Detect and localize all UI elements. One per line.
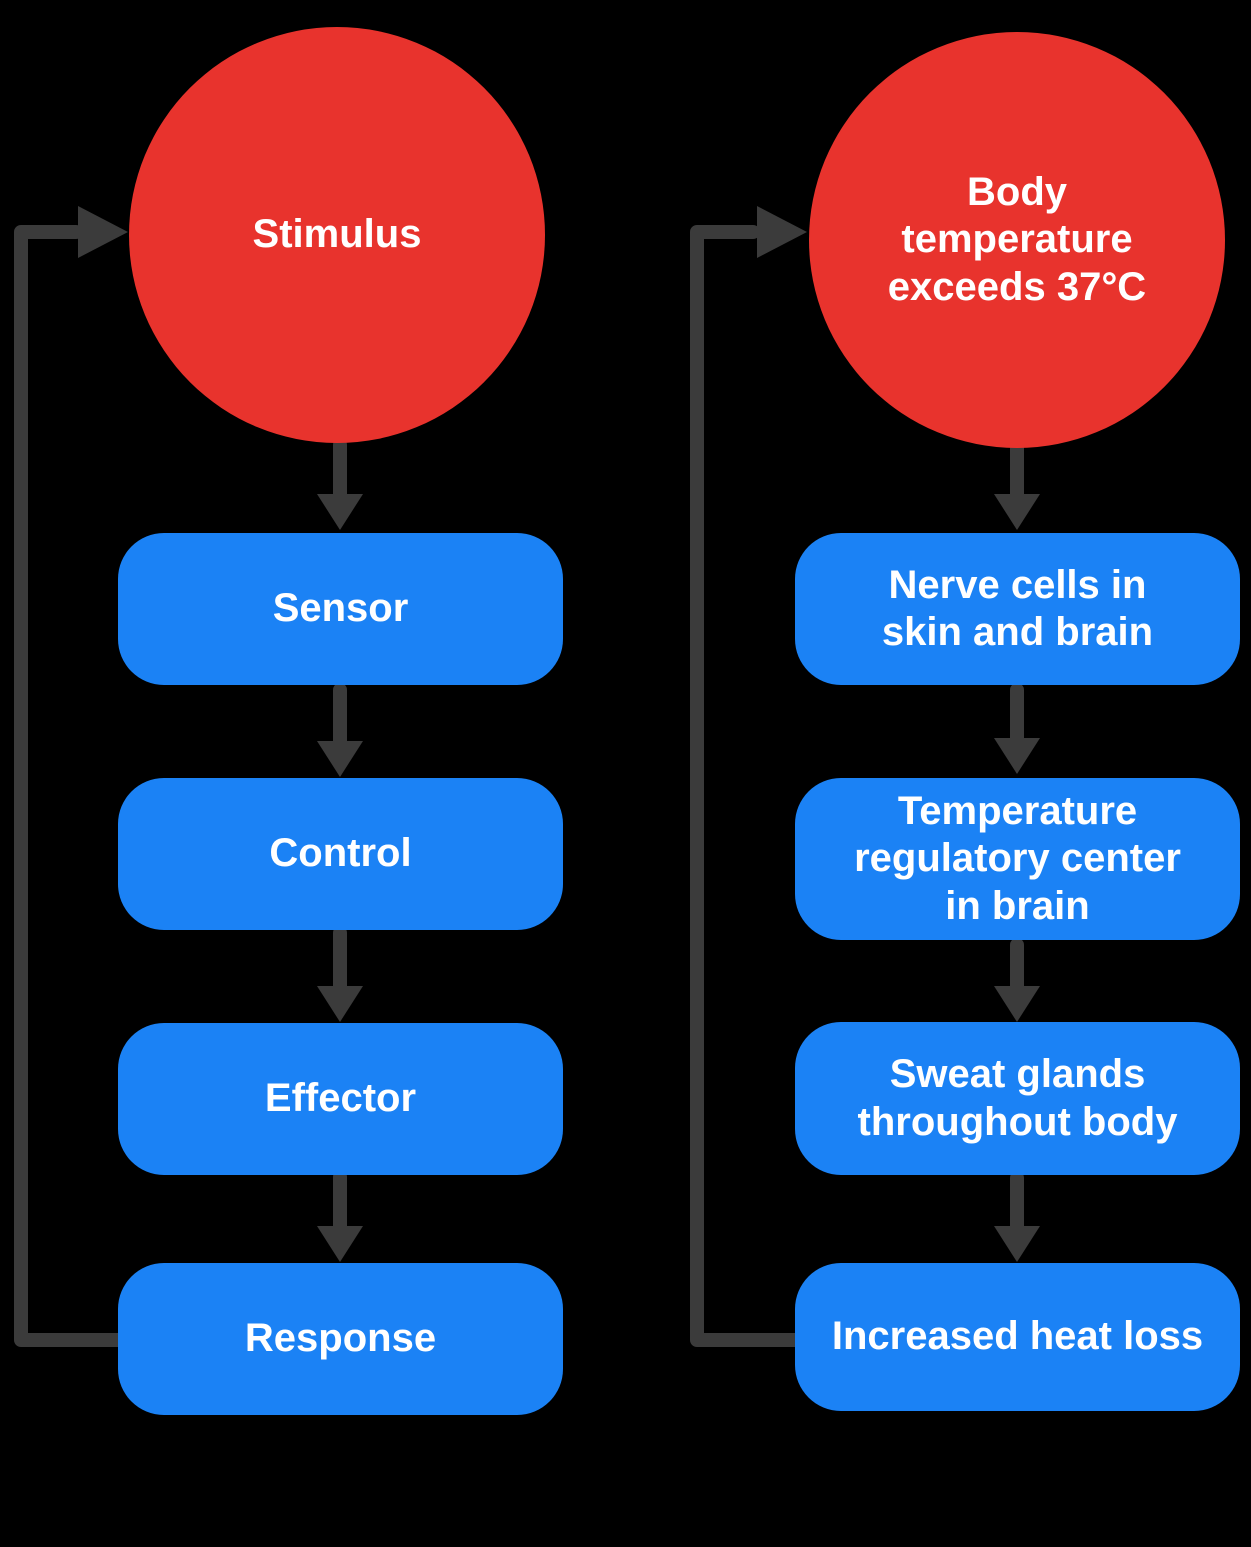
nerve-cells-box: Nerve cells in skin and brain [795, 533, 1240, 685]
arrow-sweat-glands-to-heat-loss [994, 1171, 1040, 1262]
control-label: Control [269, 831, 412, 876]
stimulus-label: Stimulus [252, 212, 422, 257]
feedback-arrow-left [14, 206, 128, 1347]
sensor-box: Sensor [118, 533, 563, 685]
response-box: Response [118, 1263, 563, 1415]
sweat-glands-label: Sweat glands throughout body [857, 1052, 1178, 1144]
sweat-glands-box: Sweat glands throughout body [795, 1022, 1240, 1175]
arrow-nerve-cells-to-regulatory-center [994, 683, 1040, 774]
feedback-arrow-right [690, 206, 807, 1347]
body-temperature-label: Body temperature exceeds 37°C [887, 170, 1147, 309]
arrow-effector-to-response [317, 1170, 363, 1262]
arrow-body-temp-to-nerve-cells [994, 438, 1040, 530]
arrow-control-to-effector [317, 926, 363, 1022]
effector-label: Effector [264, 1076, 417, 1121]
heat-loss-box: Increased heat loss [795, 1263, 1240, 1411]
effector-box: Effector [118, 1023, 563, 1175]
heat-loss-label: Increased heat loss [831, 1314, 1204, 1359]
arrow-stimulus-to-sensor [317, 438, 363, 530]
arrow-sensor-to-control [317, 683, 363, 777]
sensor-label: Sensor [272, 586, 409, 631]
regulatory-center-box: Temperature regulatory center in brain [795, 778, 1240, 940]
response-label: Response [244, 1316, 437, 1361]
control-box: Control [118, 778, 563, 930]
stimulus-circle: Stimulus [129, 27, 545, 443]
regulatory-center-label: Temperature regulatory center in brain [854, 789, 1181, 928]
body-temperature-circle: Body temperature exceeds 37°C [809, 32, 1225, 448]
nerve-cells-label: Nerve cells in skin and brain [881, 562, 1154, 654]
arrow-regulatory-center-to-sweat-glands [994, 938, 1040, 1022]
